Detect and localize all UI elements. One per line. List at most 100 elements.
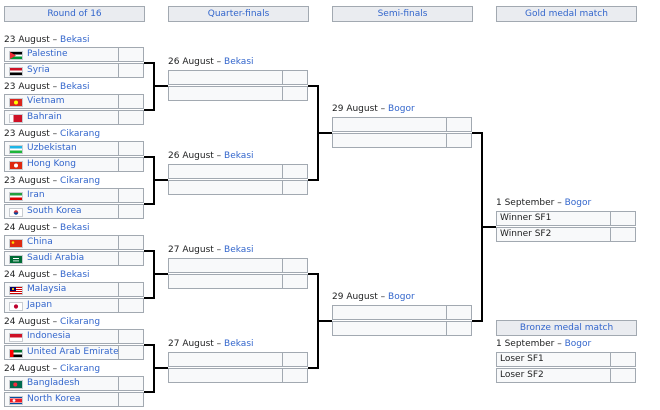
score-cell bbox=[282, 70, 308, 85]
venue-link[interactable]: Bogor bbox=[564, 339, 592, 349]
score-cell bbox=[118, 63, 144, 78]
team-name-link[interactable]: South Korea bbox=[27, 206, 82, 216]
team-row: Hong Kong bbox=[4, 157, 119, 172]
match-date: 24 August bbox=[4, 317, 50, 327]
match-info: 1 September – Bogor bbox=[496, 198, 591, 209]
match-date: 1 September bbox=[496, 198, 555, 208]
hong-kong-flag-icon bbox=[9, 161, 23, 170]
score-cell bbox=[610, 227, 636, 242]
team-name-link[interactable]: Indonesia bbox=[27, 331, 71, 341]
match-date: 29 August bbox=[332, 292, 378, 302]
team-name-link[interactable]: Bangladesh bbox=[27, 378, 80, 388]
match-date: 23 August bbox=[4, 82, 50, 92]
separator: – bbox=[213, 57, 225, 67]
header-round-of-16: Round of 16 bbox=[4, 6, 145, 22]
match-info: 23 August – Bekasi bbox=[4, 82, 90, 93]
venue-link[interactable]: Bekasi bbox=[60, 223, 90, 233]
score-cell bbox=[118, 376, 144, 391]
separator: – bbox=[213, 339, 225, 349]
score-cell bbox=[610, 368, 636, 383]
team-placeholder: Winner SF2 bbox=[500, 229, 552, 239]
score-cell bbox=[118, 235, 144, 250]
venue-link[interactable]: Bogor bbox=[388, 292, 415, 302]
team-name-link[interactable]: Palestine bbox=[27, 49, 68, 59]
match-date: 24 August bbox=[4, 223, 50, 233]
match-date: 23 August bbox=[4, 176, 50, 186]
team-row: Indonesia bbox=[4, 329, 119, 344]
venue-link[interactable]: Bekasi bbox=[224, 339, 254, 349]
venue-link[interactable]: Bogor bbox=[564, 198, 592, 208]
team-name-link[interactable]: United Arab Emirates bbox=[27, 347, 119, 357]
team-placeholder: Loser SF2 bbox=[500, 370, 544, 380]
separator: – bbox=[213, 151, 225, 161]
team-name-link[interactable]: Japan bbox=[27, 300, 53, 310]
score-cell bbox=[118, 204, 144, 219]
match-info: 24 August – Cikarang bbox=[4, 317, 100, 328]
team-name-link[interactable]: Iran bbox=[27, 190, 45, 200]
venue-link[interactable]: Bekasi bbox=[60, 270, 90, 280]
south-korea-flag-icon bbox=[9, 208, 23, 217]
team-row: Palestine bbox=[4, 47, 119, 62]
score-cell bbox=[118, 47, 144, 62]
team-name-link[interactable]: North Korea bbox=[27, 394, 81, 404]
match-date: 27 August bbox=[168, 339, 214, 349]
match-date: 26 August bbox=[168, 151, 214, 161]
match-date: 23 August bbox=[4, 35, 50, 45]
score-cell bbox=[610, 211, 636, 226]
malaysia-flag-icon bbox=[9, 286, 23, 295]
team-name-link[interactable]: China bbox=[27, 237, 53, 247]
team-row: Iran bbox=[4, 188, 119, 203]
venue-link[interactable]: Bogor bbox=[388, 104, 415, 114]
venue-link[interactable]: Bekasi bbox=[224, 151, 254, 161]
score-cell bbox=[446, 117, 472, 132]
score-cell bbox=[118, 94, 144, 109]
connector-qf-sf-1 bbox=[308, 85, 332, 181]
match-date: 27 August bbox=[168, 245, 214, 255]
separator: – bbox=[49, 129, 61, 139]
team-row: Bahrain bbox=[4, 110, 119, 125]
score-cell bbox=[282, 274, 308, 289]
team-name-link[interactable]: Hong Kong bbox=[27, 159, 76, 169]
venue-link[interactable]: Cikarang bbox=[60, 176, 101, 186]
venue-link[interactable]: Cikarang bbox=[60, 317, 101, 327]
score-cell bbox=[118, 251, 144, 266]
venue-link[interactable]: Bekasi bbox=[224, 57, 254, 67]
team-name-link[interactable]: Saudi Arabia bbox=[27, 253, 85, 263]
match-info: 1 September – Bogor bbox=[496, 339, 591, 350]
team-placeholder: Winner SF1 bbox=[500, 213, 552, 223]
palestine-flag-icon bbox=[9, 51, 23, 60]
team-row: Saudi Arabia bbox=[4, 251, 119, 266]
team-name-link[interactable]: Bahrain bbox=[27, 112, 62, 122]
japan-flag-icon bbox=[9, 302, 23, 311]
separator: – bbox=[49, 364, 61, 374]
team-row: North Korea bbox=[4, 392, 119, 407]
score-cell bbox=[118, 188, 144, 203]
score-cell bbox=[282, 258, 308, 273]
score-cell bbox=[446, 133, 472, 148]
team-name-link[interactable]: Vietnam bbox=[27, 96, 65, 106]
team-row: Bangladesh bbox=[4, 376, 119, 391]
venue-link[interactable]: Bekasi bbox=[60, 35, 90, 45]
venue-link[interactable]: Bekasi bbox=[224, 245, 254, 255]
score-cell bbox=[282, 352, 308, 367]
separator: – bbox=[49, 270, 61, 280]
separator: – bbox=[49, 176, 61, 186]
match-info: 26 August – Bekasi bbox=[168, 151, 254, 162]
team-name-link[interactable]: Syria bbox=[27, 65, 50, 75]
separator: – bbox=[49, 82, 61, 92]
match-date: 26 August bbox=[168, 57, 214, 67]
venue-link[interactable]: Bekasi bbox=[60, 82, 90, 92]
team-name-link[interactable]: Malaysia bbox=[27, 284, 67, 294]
match-info: 27 August – Bekasi bbox=[168, 339, 254, 350]
venue-link[interactable]: Cikarang bbox=[60, 129, 101, 139]
score-cell bbox=[282, 164, 308, 179]
team-row: Malaysia bbox=[4, 282, 119, 297]
match-info: 23 August – Bekasi bbox=[4, 35, 90, 46]
separator: – bbox=[377, 104, 389, 114]
bahrain-flag-icon bbox=[9, 114, 23, 123]
separator: – bbox=[49, 223, 61, 233]
score-cell bbox=[118, 298, 144, 313]
venue-link[interactable]: Cikarang bbox=[60, 364, 101, 374]
team-name-link[interactable]: Uzbekistan bbox=[27, 143, 77, 153]
score-cell bbox=[118, 329, 144, 344]
